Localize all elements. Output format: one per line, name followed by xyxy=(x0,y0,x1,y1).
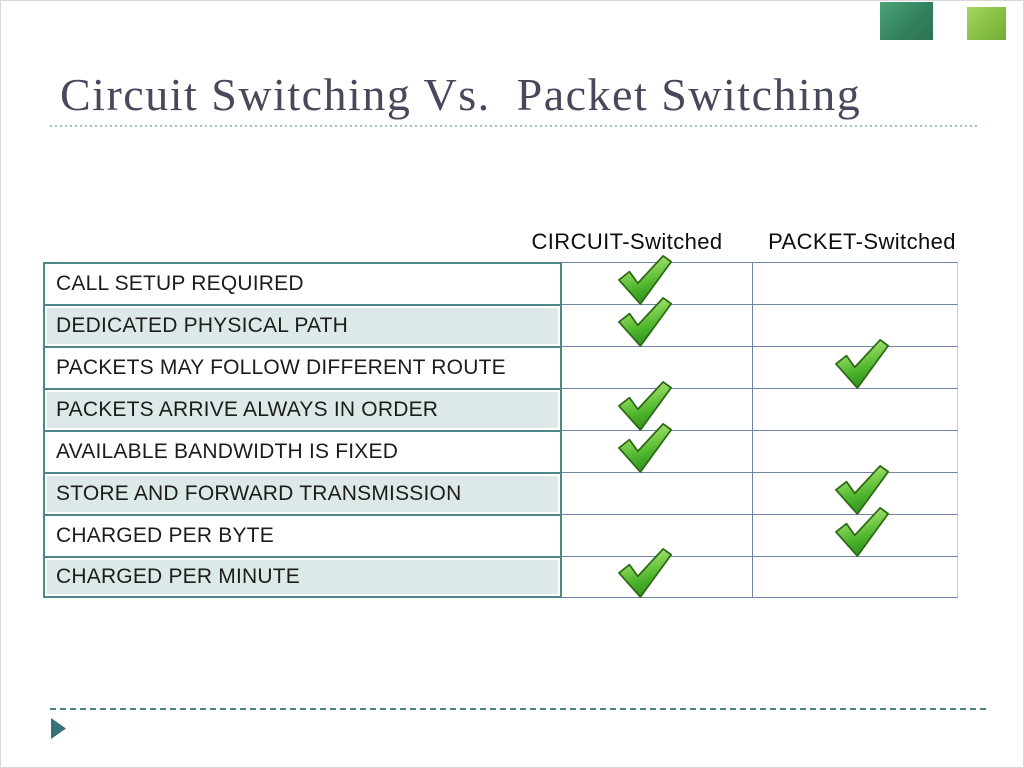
circuit-switched-cell xyxy=(562,381,752,431)
packet-switched-cell xyxy=(752,430,958,472)
packet-switched-cell xyxy=(752,388,958,430)
row-label: DEDICATED PHYSICAL PATH xyxy=(43,304,562,346)
column-header-circuit: CIRCUIT-Switched xyxy=(531,229,723,254)
packet-switched-cell xyxy=(752,465,958,515)
circuit-switched-cell xyxy=(562,255,752,305)
column-header-packet: PACKET-Switched xyxy=(768,229,956,254)
packet-switched-cell xyxy=(752,262,958,304)
table-row: CHARGED PER BYTE xyxy=(43,507,958,557)
checkmark-icon xyxy=(835,339,890,389)
checkmark-icon xyxy=(618,297,673,347)
circuit-switched-cell xyxy=(562,423,752,473)
circuit-switched-cell xyxy=(562,297,752,347)
table-row: PACKETS MAY FOLLOW DIFFERENT ROUTE xyxy=(43,339,958,389)
circuit-switched-cell xyxy=(562,514,752,556)
packet-switched-cell xyxy=(752,507,958,557)
row-label: PACKETS MAY FOLLOW DIFFERENT ROUTE xyxy=(43,346,562,388)
slide-title: Circuit Switching Vs. Packet Switching xyxy=(60,69,862,120)
checkmark-icon xyxy=(618,381,673,431)
row-label: CHARGED PER MINUTE xyxy=(43,556,562,598)
row-label: CHARGED PER BYTE xyxy=(43,514,562,556)
checkmark-icon xyxy=(618,255,673,305)
row-label: STORE AND FORWARD TRANSMISSION xyxy=(43,472,562,514)
decor-square-large xyxy=(880,2,933,40)
title-divider xyxy=(50,125,977,127)
table-row: CHARGED PER MINUTE xyxy=(43,548,958,598)
table-row: AVAILABLE BANDWIDTH IS FIXED xyxy=(43,423,958,473)
table-row: PACKETS ARRIVE ALWAYS IN ORDER xyxy=(43,381,958,431)
packet-switched-cell xyxy=(752,556,958,598)
packet-switched-cell xyxy=(752,339,958,389)
footer-divider xyxy=(50,708,990,710)
row-label: AVAILABLE BANDWIDTH IS FIXED xyxy=(43,430,562,472)
circuit-switched-cell xyxy=(562,548,752,598)
circuit-switched-cell xyxy=(562,472,752,514)
table-row: DEDICATED PHYSICAL PATH xyxy=(43,297,958,347)
decor-square-small xyxy=(967,7,1006,40)
packet-switched-cell xyxy=(752,304,958,346)
circuit-switched-cell xyxy=(562,346,752,388)
checkmark-icon xyxy=(618,548,673,598)
table-row: STORE AND FORWARD TRANSMISSION xyxy=(43,465,958,515)
checkmark-icon xyxy=(618,423,673,473)
table-row: CALL SETUP REQUIRED xyxy=(43,255,958,305)
next-slide-arrow-icon xyxy=(51,718,66,739)
checkmark-icon xyxy=(835,465,890,515)
row-label: CALL SETUP REQUIRED xyxy=(43,262,562,304)
row-label: PACKETS ARRIVE ALWAYS IN ORDER xyxy=(43,388,562,430)
checkmark-icon xyxy=(835,507,890,557)
